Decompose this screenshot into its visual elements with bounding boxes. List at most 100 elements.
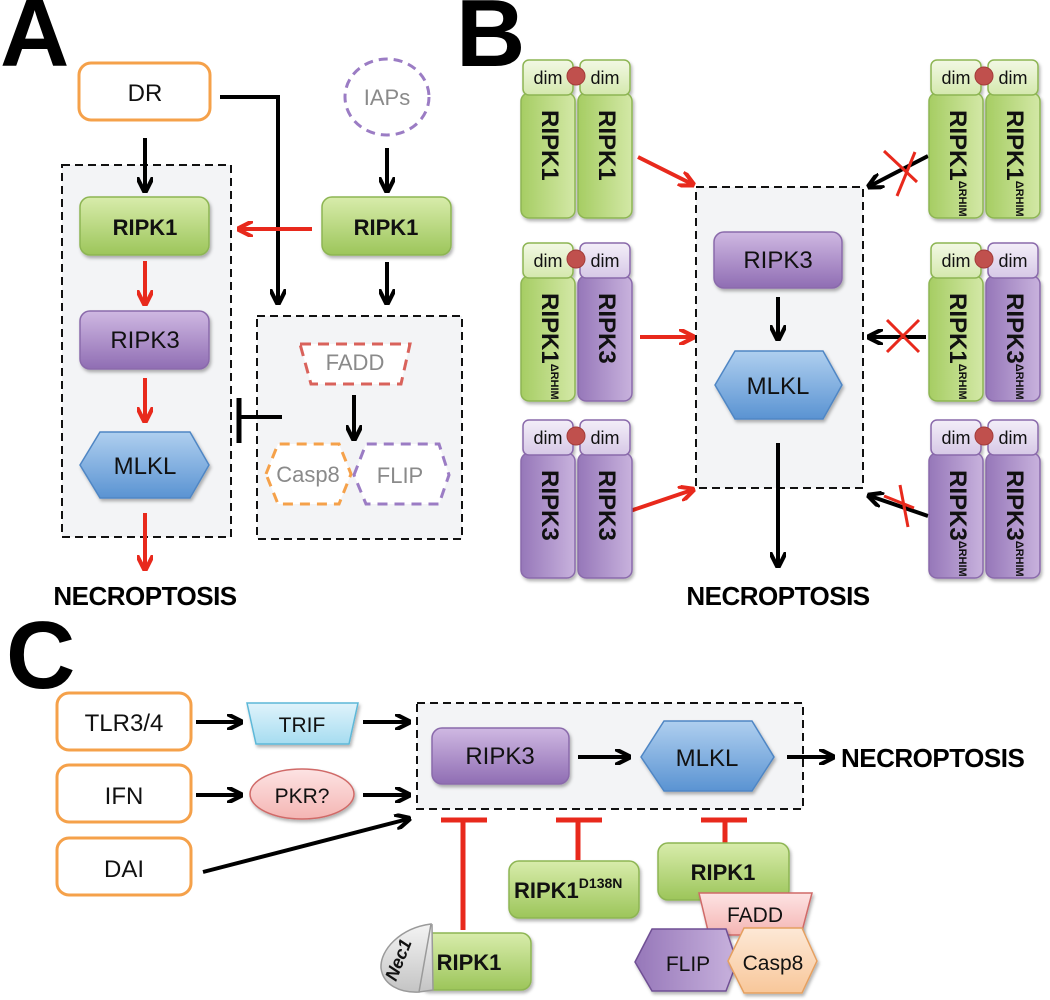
mlkl-label-c: MLKL <box>676 745 739 772</box>
dim-label: dim <box>590 68 619 88</box>
panel-a-label: A <box>0 0 69 87</box>
panel-b: B RIPK3 MLKL NECROPTOSIS <box>456 0 1041 611</box>
monomer-name: RIPK1 <box>1001 110 1028 181</box>
dimerization-dot <box>974 249 994 269</box>
monomer-label: RIPK3ΔRHIM <box>1001 470 1028 577</box>
dim-label: dim <box>998 251 1027 271</box>
panel-c-label: C <box>6 602 75 709</box>
trif-label: TRIF <box>279 714 326 737</box>
fadd-label-c: FADD <box>727 904 783 927</box>
dim-label: dim <box>533 251 562 271</box>
dim-label: dim <box>998 428 1027 448</box>
ripk3-node-a <box>79 310 210 370</box>
dimerization-dot <box>566 249 586 269</box>
necroptosis-label-b: NECROPTOSIS <box>686 581 869 611</box>
monomer-mutation: ΔRHIM <box>956 181 968 217</box>
blocked-x-icon-2 <box>885 318 921 354</box>
monomer-name: RIPK3 <box>593 293 620 364</box>
dimer-group: dimRIPK1dimRIPK1dimRIPK1ΔRHIMdimRIPK3dim… <box>520 59 1041 579</box>
ripk3-label-a: RIPK3 <box>110 327 179 354</box>
monomer-name: RIPK3 <box>944 470 971 541</box>
ripk1-d138n-base: RIPK1 <box>514 878 579 903</box>
flip-label-c: FLIP <box>666 953 710 976</box>
monomer-label: RIPK3 <box>593 470 620 541</box>
ripk3-label-b: RIPK3 <box>743 247 812 274</box>
arrow-dai-necrosome <box>202 819 408 874</box>
dim-label: dim <box>533 428 562 448</box>
monomer-label: RIPK3 <box>593 293 620 364</box>
monomer-name: RIPK1 <box>944 110 971 181</box>
necroptosis-label-c: NECROPTOSIS <box>841 743 1024 773</box>
panel-c: C TLR3/4 IFN DAI TRIF PKR? RIPK <box>6 602 1025 994</box>
monomer-label: RIPK3 <box>536 470 563 541</box>
ripk1-d138n-label: RIPK1D138N <box>514 875 622 903</box>
dai-node: DAI <box>55 836 193 897</box>
monomer-label: RIPK3ΔRHIM <box>1001 293 1028 400</box>
monomer-ripk3 <box>520 419 576 579</box>
trif-node <box>246 702 359 745</box>
monomer-label: RIPK1ΔRHIM <box>536 293 563 400</box>
dr-node: DR <box>77 61 212 122</box>
ripk3-node-b <box>713 231 843 289</box>
dim-label: dim <box>590 251 619 271</box>
monomer-name: RIPK3 <box>1001 470 1028 541</box>
monomer-mutation: ΔRHIM <box>956 364 968 400</box>
mlkl-node-c <box>640 720 775 792</box>
monomer-ripk3 <box>985 419 1041 579</box>
monomer-ripk1 <box>928 242 984 402</box>
ripk1-d138n-node <box>508 860 640 919</box>
ripk1-d138n-sup: D138N <box>579 875 623 891</box>
ripk3-label-c: RIPK3 <box>465 743 534 770</box>
dimerization-dot <box>974 66 994 86</box>
pkr-label: PKR? <box>275 785 330 808</box>
dimerization-dot <box>566 426 586 446</box>
monomer-label: RIPK1ΔRHIM <box>1001 110 1028 217</box>
nec1-node: Nec1 <box>380 923 434 993</box>
mlkl-node-b <box>714 350 843 420</box>
monomer-mutation: ΔRHIM <box>548 364 560 400</box>
monomer-label: RIPK1 <box>593 110 620 181</box>
casp8-node-a: Casp8 <box>264 442 353 506</box>
monomer-mutation: ΔRHIM <box>1013 541 1025 577</box>
inhibition-d138n <box>556 817 602 860</box>
tlr-label: TLR3/4 <box>85 710 164 737</box>
ifn-node: IFN <box>55 763 193 824</box>
fadd-label-a: FADD <box>326 350 385 375</box>
casp8-label-c: Casp8 <box>743 952 804 975</box>
tlr-node: TLR3/4 <box>55 691 193 752</box>
blocked-x-icon-3 <box>883 484 915 528</box>
monomer-ripk1 <box>985 59 1041 219</box>
dimerization-dot <box>974 426 994 446</box>
ripk1-node-a-left <box>79 196 210 256</box>
ripk1-complex-label: RIPK1 <box>691 860 756 885</box>
monomer-name: RIPK1 <box>944 293 971 364</box>
fadd-node-a: FADD <box>298 342 412 386</box>
arrow-dr-fadd <box>220 95 278 302</box>
monomer-name: RIPK1 <box>536 293 563 364</box>
monomer-name: RIPK1 <box>536 110 563 181</box>
monomer-ripk1 <box>520 242 576 402</box>
monomer-ripk1 <box>520 59 576 219</box>
monomer-label: RIPK1ΔRHIM <box>944 110 971 217</box>
necroptosis-label-a: NECROPTOSIS <box>53 581 236 611</box>
monomer-label: RIPK1 <box>536 110 563 181</box>
monomer-label: RIPK1ΔRHIM <box>944 293 971 400</box>
ifn-label: IFN <box>105 783 144 810</box>
monomer-name: RIPK3 <box>593 470 620 541</box>
arrow-dimer-b1 <box>637 155 692 184</box>
dim-label: dim <box>941 251 970 271</box>
dim-label: dim <box>533 68 562 88</box>
ripk1-label-a-left: RIPK1 <box>113 215 178 240</box>
mlkl-label-b: MLKL <box>747 373 810 400</box>
iaps-node: IAPs <box>343 57 431 137</box>
monomer-name: RIPK3 <box>536 470 563 541</box>
dai-label: DAI <box>104 856 144 883</box>
monomer-mutation: ΔRHIM <box>956 541 968 577</box>
flip-node-a: FLIP <box>352 442 451 506</box>
panel-b-label: B <box>456 0 525 87</box>
monomer-ripk3 <box>985 242 1041 402</box>
mlkl-node-a <box>79 431 210 499</box>
